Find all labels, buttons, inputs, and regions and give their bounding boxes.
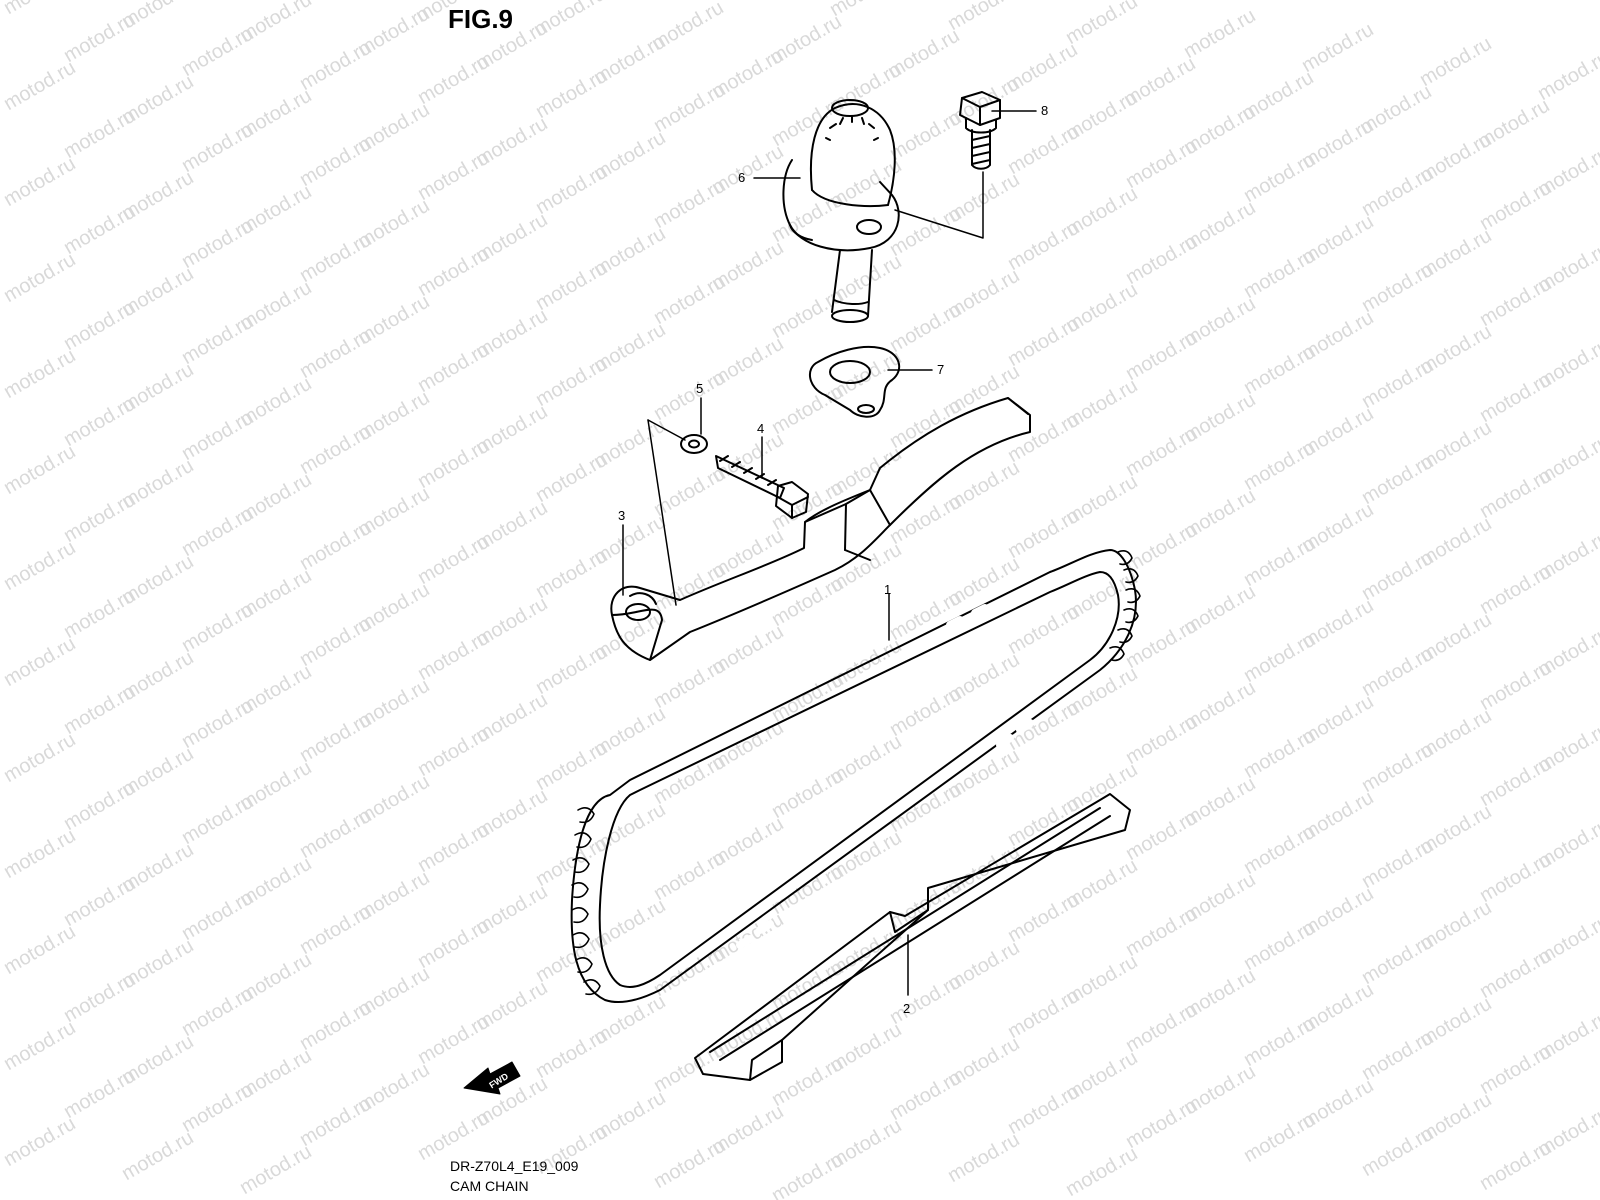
tensioner-adjuster — [782, 99, 900, 323]
callout-number: 1 — [884, 582, 891, 597]
tensioner-gasket — [809, 346, 901, 418]
callout-number: 6 — [738, 170, 745, 185]
callout-5: 5 — [696, 381, 703, 435]
callout-number: 7 — [937, 362, 944, 377]
callout-number: 3 — [618, 508, 625, 523]
callout-number: 8 — [1041, 103, 1048, 118]
callout-number: 2 — [903, 1001, 910, 1016]
callout-3: 3 — [618, 508, 625, 596]
callout-number: 4 — [757, 421, 764, 436]
figure-title: FIG.9 — [448, 4, 514, 34]
tensioner-bolt — [894, 91, 1001, 239]
forward-arrow-icon: FWD — [463, 1061, 521, 1095]
callout-6: 6 — [738, 170, 801, 185]
figure-reference-code: DR-Z70L4_E19_009 — [450, 1158, 579, 1174]
callout-number: 5 — [696, 381, 703, 396]
callout-7: 7 — [887, 362, 944, 377]
callout-8: 8 — [991, 103, 1048, 118]
tensioner-guide — [610, 397, 1031, 661]
callout-4: 4 — [757, 421, 764, 479]
chain-guide — [694, 793, 1131, 1081]
figure-subtitle: CAM CHAIN — [450, 1178, 529, 1194]
washer — [680, 434, 708, 454]
callout-1: 1 — [884, 582, 891, 641]
cam-chain — [570, 549, 1141, 1003]
callout-2: 2 — [903, 934, 910, 1016]
